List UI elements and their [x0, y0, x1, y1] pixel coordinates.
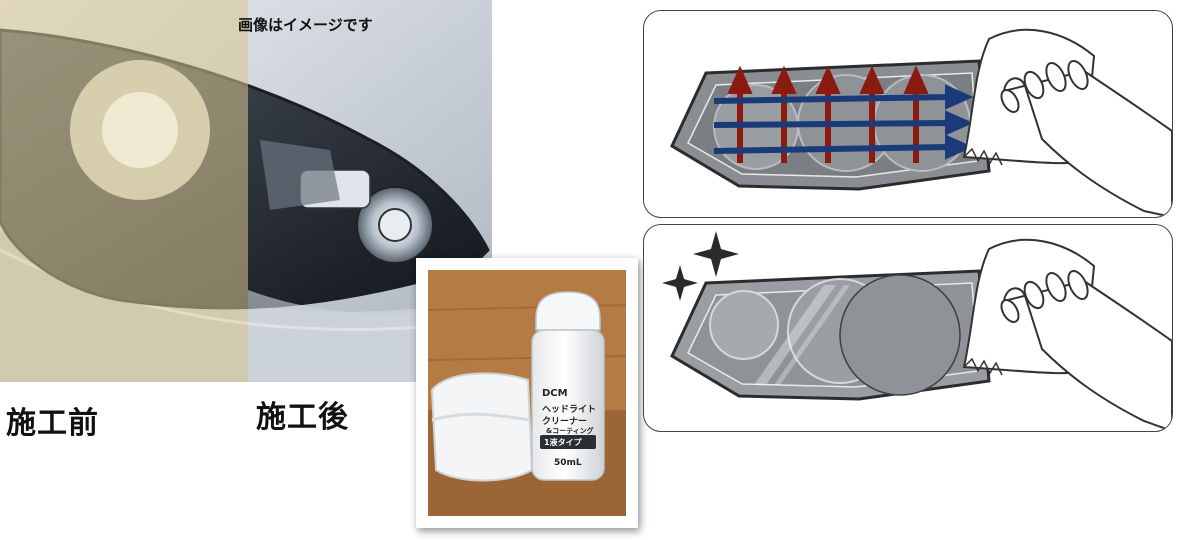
product-volume: 50mL [554, 458, 582, 468]
result-panel [643, 224, 1173, 432]
result-diagram [662, 231, 1172, 431]
product-brand: DCM [542, 388, 568, 399]
horizontal-arrows [713, 84, 974, 160]
product-name-line3: &コーティング [546, 427, 594, 435]
headlight-comparison-photo [0, 0, 492, 382]
headlight-illustration [0, 0, 492, 382]
before-label: 施工前 [6, 406, 99, 441]
product-bottle-illustration [428, 270, 626, 516]
product-name-line1: ヘッドライト [542, 405, 597, 415]
wiping-diagram [670, 28, 1172, 217]
hand-icon [1000, 59, 1172, 217]
after-label: 施工後 [256, 400, 349, 435]
product-photo [428, 270, 626, 516]
product-name-line2: クリーナー [542, 417, 588, 427]
sparkle-icon [662, 231, 739, 301]
image-disclaimer: 画像はイメージです [238, 16, 373, 34]
product-type-badge: 1液タイプ [544, 438, 582, 447]
hand-icon [1000, 269, 1172, 431]
wiping-instruction-panel [643, 10, 1173, 218]
product-card: DCM ヘッドライト クリーナー &コーティング 1液タイプ 50mL [416, 258, 638, 528]
